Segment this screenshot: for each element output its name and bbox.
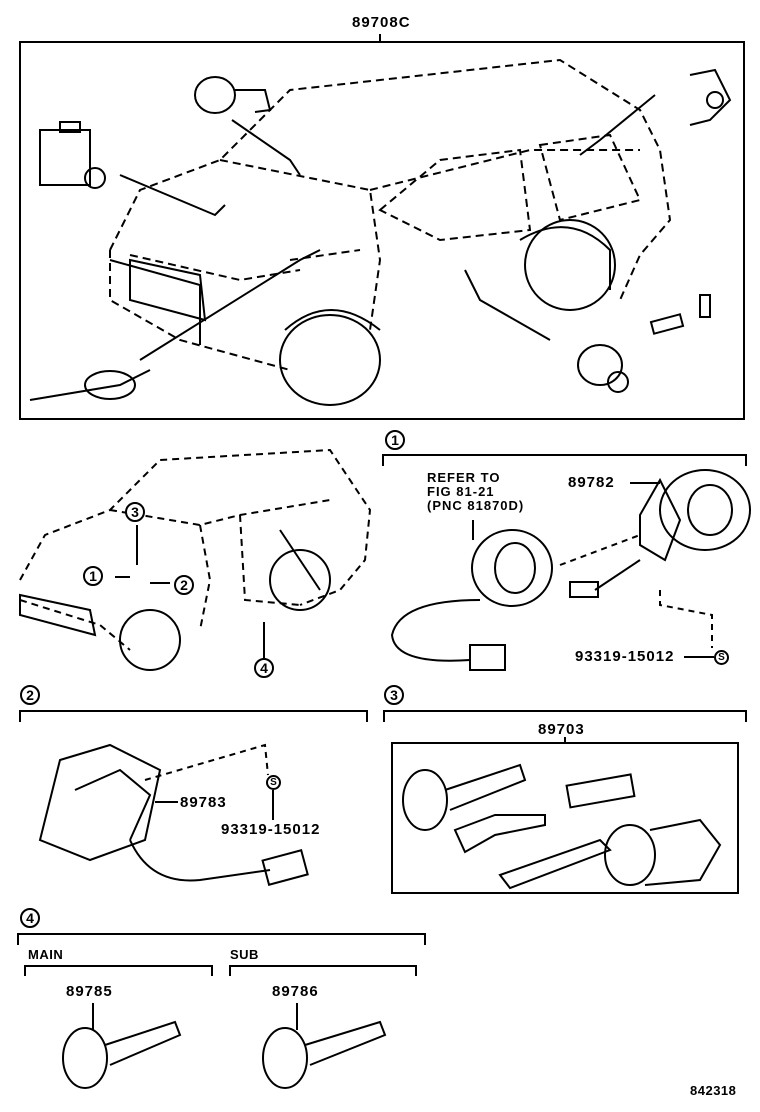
screw-marker-1: S [714, 650, 729, 665]
section-1-bracket [382, 454, 747, 466]
reference-note: REFER TO FIG 81-21 (PNC 81870D) [427, 470, 525, 513]
part-number-89782: 89782 [568, 474, 615, 491]
part-number-89785: 89785 [66, 983, 113, 1000]
small-vehicle-wheel [119, 609, 181, 671]
locator-callout-1: 1 [83, 566, 103, 586]
assembly-frame [19, 41, 745, 420]
relay-module-sketch [38, 743, 162, 862]
main-key-sketch [62, 1027, 108, 1089]
transponder-amplifier-sketch [659, 469, 751, 551]
section-3-callout: 3 [384, 685, 404, 705]
key-blank-sketch [402, 769, 448, 831]
part-number-89783: 89783 [180, 794, 227, 811]
section-3-bracket [383, 710, 747, 722]
sub-bracket [229, 965, 417, 976]
ignition-cylinder-sketch [84, 370, 136, 400]
sub-key-sketch [262, 1027, 308, 1089]
section-4-bracket [17, 933, 426, 945]
section-2-callout: 2 [20, 685, 40, 705]
assembly-part-number: 89708C [352, 14, 411, 31]
vehicle-outline-small [19, 448, 372, 651]
part-number-screw-1: 93319-15012 [575, 648, 675, 665]
connector-sketch-2 [261, 849, 309, 886]
lock-cylinder-sketch-2 [577, 344, 623, 386]
vehicle-outline-large [109, 58, 672, 371]
section-3-frame [391, 742, 739, 894]
section-1-callout: 1 [385, 430, 405, 450]
key-sketch [453, 814, 546, 854]
section-2-bracket [19, 710, 368, 722]
spiral-cable-sketch [471, 529, 553, 607]
part-number-89703: 89703 [538, 721, 585, 738]
wire-harness [390, 599, 481, 662]
main-bracket [24, 965, 213, 976]
locator-callout-3: 3 [125, 502, 145, 522]
ecu-module-sketch [39, 129, 91, 186]
screw-marker-2: S [266, 775, 281, 790]
figure-code: 842318 [690, 1083, 737, 1098]
location-arrows [119, 94, 656, 361]
part-number-screw-2: 93319-15012 [221, 821, 321, 838]
vehicle-solid-detail [109, 219, 616, 406]
lock-cylinder-sketch [194, 76, 236, 114]
ignition-rod-sketch [498, 838, 612, 890]
bracket-sketch [689, 68, 732, 126]
group-label-main: MAIN [28, 947, 64, 962]
group-label-sub: SUB [230, 947, 259, 962]
section-4-callout: 4 [20, 908, 40, 928]
part-number-89786: 89786 [272, 983, 319, 1000]
locator-callout-2: 2 [174, 575, 194, 595]
locator-callout-4: 4 [254, 658, 274, 678]
connector-sketch [469, 644, 506, 671]
chip-sketch [565, 773, 636, 809]
screw-sketch [699, 294, 711, 318]
transponder-chip-sketch [649, 313, 685, 335]
